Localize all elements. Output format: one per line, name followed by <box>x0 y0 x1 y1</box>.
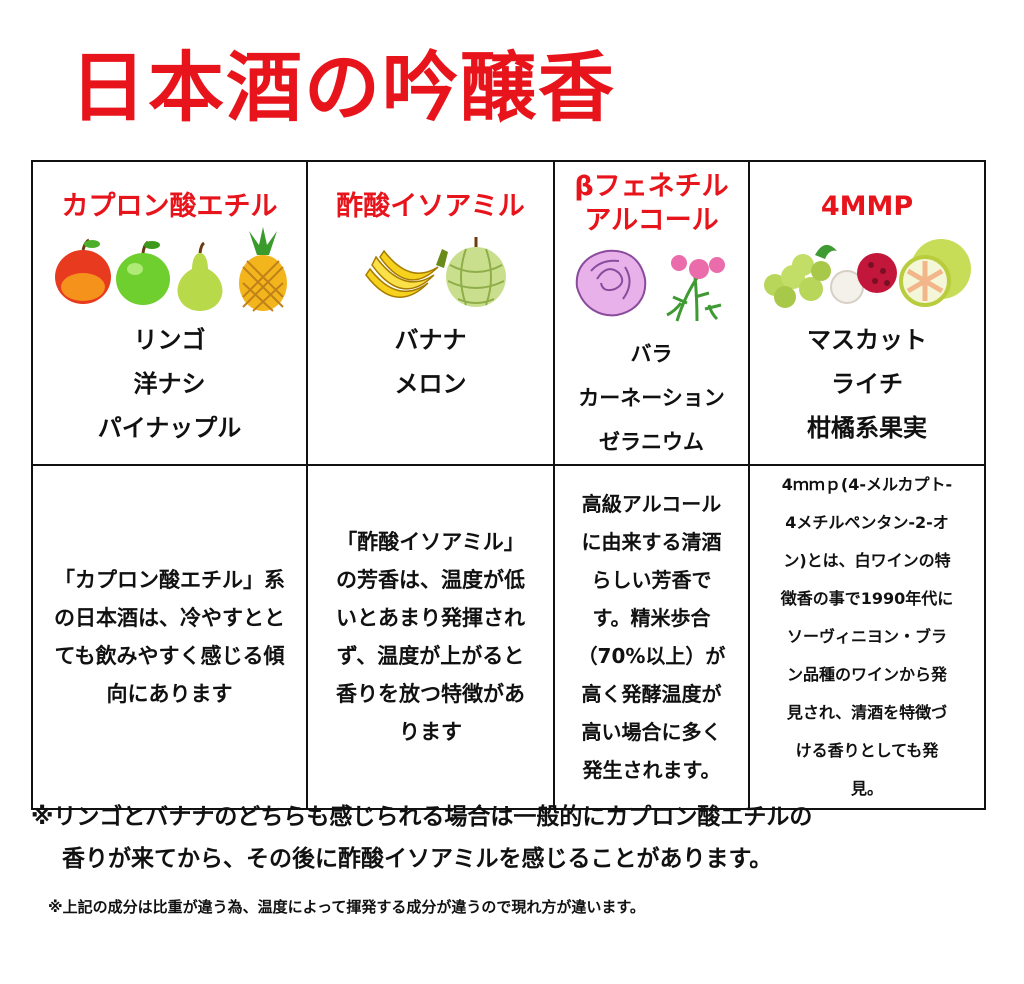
fruit-illustrations <box>308 224 553 314</box>
banana-icon <box>364 249 448 298</box>
muscat-grape-icon <box>764 244 837 308</box>
column-ethyl-caproate: カプロン酸エチル <box>31 160 308 466</box>
compound-name: 4MMP <box>820 191 914 222</box>
description-cell: 「酢酸イソアミル」 の芳香は、温度が低 いとあまり発揮され ず、温度が上がると … <box>306 464 555 810</box>
flower-illustrations <box>555 238 748 328</box>
carnation-icon <box>665 255 725 322</box>
sub-note: ※上記の成分は比重が違う為、温度によって揮発する成分が違うので現れ方が違います。 <box>48 898 645 916</box>
compound-name-line1: βフェネチル <box>574 171 729 202</box>
aroma-item: 柑橘系果実 <box>807 414 927 442</box>
description-text: 4ｍｍｐ(4-メルカプト- 4メチルペンタン-2-オ ン)とは、白ワインの特 徴… <box>780 475 954 798</box>
aroma-item: リンゴ <box>133 326 206 354</box>
aroma-item: ゼラニウム <box>599 430 704 454</box>
aroma-item: マスカット <box>807 326 927 354</box>
aroma-item: バラ <box>630 342 673 366</box>
aroma-table: カプロン酸エチル <box>31 160 986 810</box>
description-cell: 「カプロン酸エチル」系 の日本酒は、冷やすとと ても飲みやすく感じる傾 向にあり… <box>31 464 308 810</box>
description-text: 高級アルコール に由来する清酒 らしい芳香で す。精米歩合 （70%以上）が 高… <box>577 492 726 782</box>
grapefruit-icon <box>899 239 971 307</box>
aroma-item: メロン <box>394 370 467 398</box>
lychee-icon <box>830 253 897 304</box>
compound-name-line2: アルコール <box>584 205 719 236</box>
compound-name: βフェネチル アルコール <box>555 170 748 238</box>
pear-icon <box>177 241 222 311</box>
description-text: 「酢酸イソアミル」 の芳香は、温度が低 いとあまり発揮され ず、温度が上がると … <box>336 530 525 744</box>
fruit-illustrations <box>33 224 306 314</box>
aroma-list: マスカット ライチ 柑橘系果実 <box>750 318 984 450</box>
rose-icon <box>575 249 646 317</box>
aroma-list: バラ カーネーション ゼラニウム <box>555 332 748 464</box>
description-text: 「カプロン酸エチル」系 の日本酒は、冷やすとと ても飲みやすく感じる傾 向にあり… <box>54 568 285 706</box>
description-cell: 高級アルコール に由来する清酒 らしい芳香で す。精米歩合 （70%以上）が 高… <box>553 464 750 810</box>
aroma-item: バナナ <box>394 326 467 354</box>
pineapple-icon <box>238 227 287 312</box>
aroma-list: リンゴ 洋ナシ パイナップル <box>33 318 306 450</box>
fruit-illustrations <box>750 224 984 314</box>
aroma-item: パイナップル <box>97 414 242 442</box>
melon-icon <box>445 237 506 307</box>
red-apple-icon <box>54 238 111 304</box>
column-isoamyl-acetate: 酢酸イソアミル バナナ <box>306 160 555 466</box>
aroma-item: 洋ナシ <box>133 370 206 398</box>
main-note: ※リンゴとバナナのどちらも感じられる場合は一般的にカプロン酸エチルの 香りが来て… <box>31 804 813 872</box>
description-cell: 4ｍｍｐ(4-メルカプト- 4メチルペンタン-2-オ ン)とは、白ワインの特 徴… <box>748 464 986 810</box>
column-4mmp: 4MMP <box>748 160 986 466</box>
aroma-list: バナナ メロン <box>308 318 553 406</box>
aroma-item: ライチ <box>831 370 903 398</box>
column-phenethyl-alcohol: βフェネチル アルコール <box>553 160 750 466</box>
compound-name: 酢酸イソアミル <box>336 191 525 222</box>
green-apple-icon <box>115 240 170 305</box>
compound-name: カプロン酸エチル <box>61 191 278 222</box>
page-title: 日本酒の吟醸香 <box>70 43 616 132</box>
aroma-item: カーネーション <box>578 386 725 410</box>
